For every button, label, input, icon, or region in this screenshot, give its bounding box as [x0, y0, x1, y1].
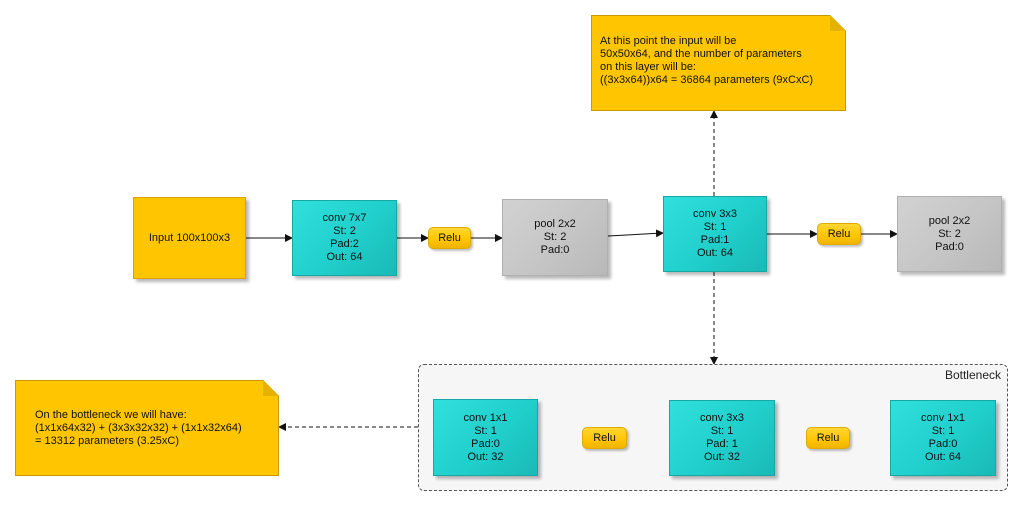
note-left: On the bottleneck we will have: (1x1x64x… [15, 380, 279, 476]
conv-1-line: conv 7x7 [322, 212, 367, 224]
bottleneck-conv-b-line: conv 3x3 [699, 412, 745, 424]
bottleneck-relu-a-node[interactable]: Relu [582, 427, 627, 449]
relu-1-node[interactable]: Relu [428, 227, 471, 249]
note-left-line: = 13312 parameters (3.25xC) [35, 435, 179, 447]
conv-2-line: conv 3x3 [692, 208, 738, 220]
arrow-pool1-to-conv2 [607, 229, 664, 238]
bottleneck-conv-b-line: St: 1 [710, 425, 734, 437]
bottleneck-title: Bottleneck [944, 368, 1001, 382]
conv-1-line: Out: 64 [326, 251, 363, 263]
bottleneck-conv-a-line: Out: 32 [467, 450, 504, 463]
conv-1-line: St: 2 [333, 225, 356, 237]
relu-1-label: Relu [438, 232, 461, 244]
pool-1-line: pool 2x2 [534, 218, 576, 230]
note-top-fold-icon [830, 15, 846, 31]
bottleneck-conv-c-line: St: 1 [931, 425, 955, 437]
conv-1-line: Pad:2 [330, 238, 359, 250]
note-top-line: 50x50x64, and the number of parameters [600, 48, 802, 60]
bottleneck-relu-a-label: Relu [593, 432, 616, 444]
note-left-line: On the bottleneck we will have: [35, 409, 187, 421]
note-top-line: on this layer will be: [600, 61, 696, 73]
relu-2-node[interactable]: Relu [817, 223, 861, 245]
bottleneck-conv-a-line: St: 1 [474, 424, 497, 437]
relu-2-label: Relu [827, 228, 851, 240]
pool-2-line: St: 2 [938, 227, 961, 240]
input-node[interactable]: Input 100x100x3 [133, 197, 246, 279]
bottleneck-conv-b-line: Out: 32 [703, 451, 741, 463]
bottleneck-conv-c-line: Pad:0 [928, 438, 958, 450]
note-left-fold-icon [263, 380, 279, 396]
pool-2-line: pool 2x2 [928, 214, 971, 227]
bottleneck-conv-1x1-c-node[interactable]: conv 1x1 St: 1 Pad:0 Out: 64 [890, 400, 996, 476]
bottleneck-conv-a-line: Pad:0 [471, 437, 500, 450]
pool-1-line: St: 2 [543, 231, 567, 243]
pool-1-node[interactable]: pool 2x2 St: 2 Pad:0 [502, 199, 608, 276]
note-top-line: ((3x3x64))x64 = 36864 parameters (9xCxC) [600, 74, 814, 86]
pool-2-node[interactable]: pool 2x2 St: 2 Pad:0 [897, 196, 1002, 272]
pool-1-line: Pad:0 [540, 244, 570, 256]
bottleneck-conv-3x3-node[interactable]: conv 3x3 St: 1 Pad: 1 Out: 32 [669, 400, 775, 476]
input-label: Input 100x100x3 [148, 231, 231, 244]
bottleneck-conv-c-line: Out: 64 [924, 451, 962, 463]
conv-2-line: Pad:1 [700, 234, 730, 246]
bottleneck-relu-b-node[interactable]: Relu [806, 427, 850, 449]
conv-2-line: Out: 64 [696, 247, 734, 259]
pool-2-line: Pad:0 [935, 240, 964, 253]
conv-2-line: St: 1 [703, 221, 727, 233]
bottleneck-relu-b-label: Relu [816, 432, 840, 444]
conv-7x7-node[interactable]: conv 7x7 St: 2 Pad:2 Out: 64 [292, 200, 397, 276]
bottleneck-conv-c-line: conv 1x1 [920, 412, 966, 424]
bottleneck-conv-a-line: conv 1x1 [463, 411, 508, 424]
bottleneck-conv-b-line: Pad: 1 [706, 438, 738, 450]
conv-3x3-node[interactable]: conv 3x3 St: 1 Pad:1 Out: 64 [663, 196, 767, 272]
note-left-line: (1x1x64x32) + (3x3x32x32) + (1x1x32x64) [35, 422, 242, 434]
note-top-line: At this point the input will be [600, 35, 737, 47]
note-top: At this point the input will be 50x50x64… [591, 15, 846, 111]
bottleneck-conv-1x1-a-node[interactable]: conv 1x1 St: 1 Pad:0 Out: 32 [433, 399, 538, 476]
